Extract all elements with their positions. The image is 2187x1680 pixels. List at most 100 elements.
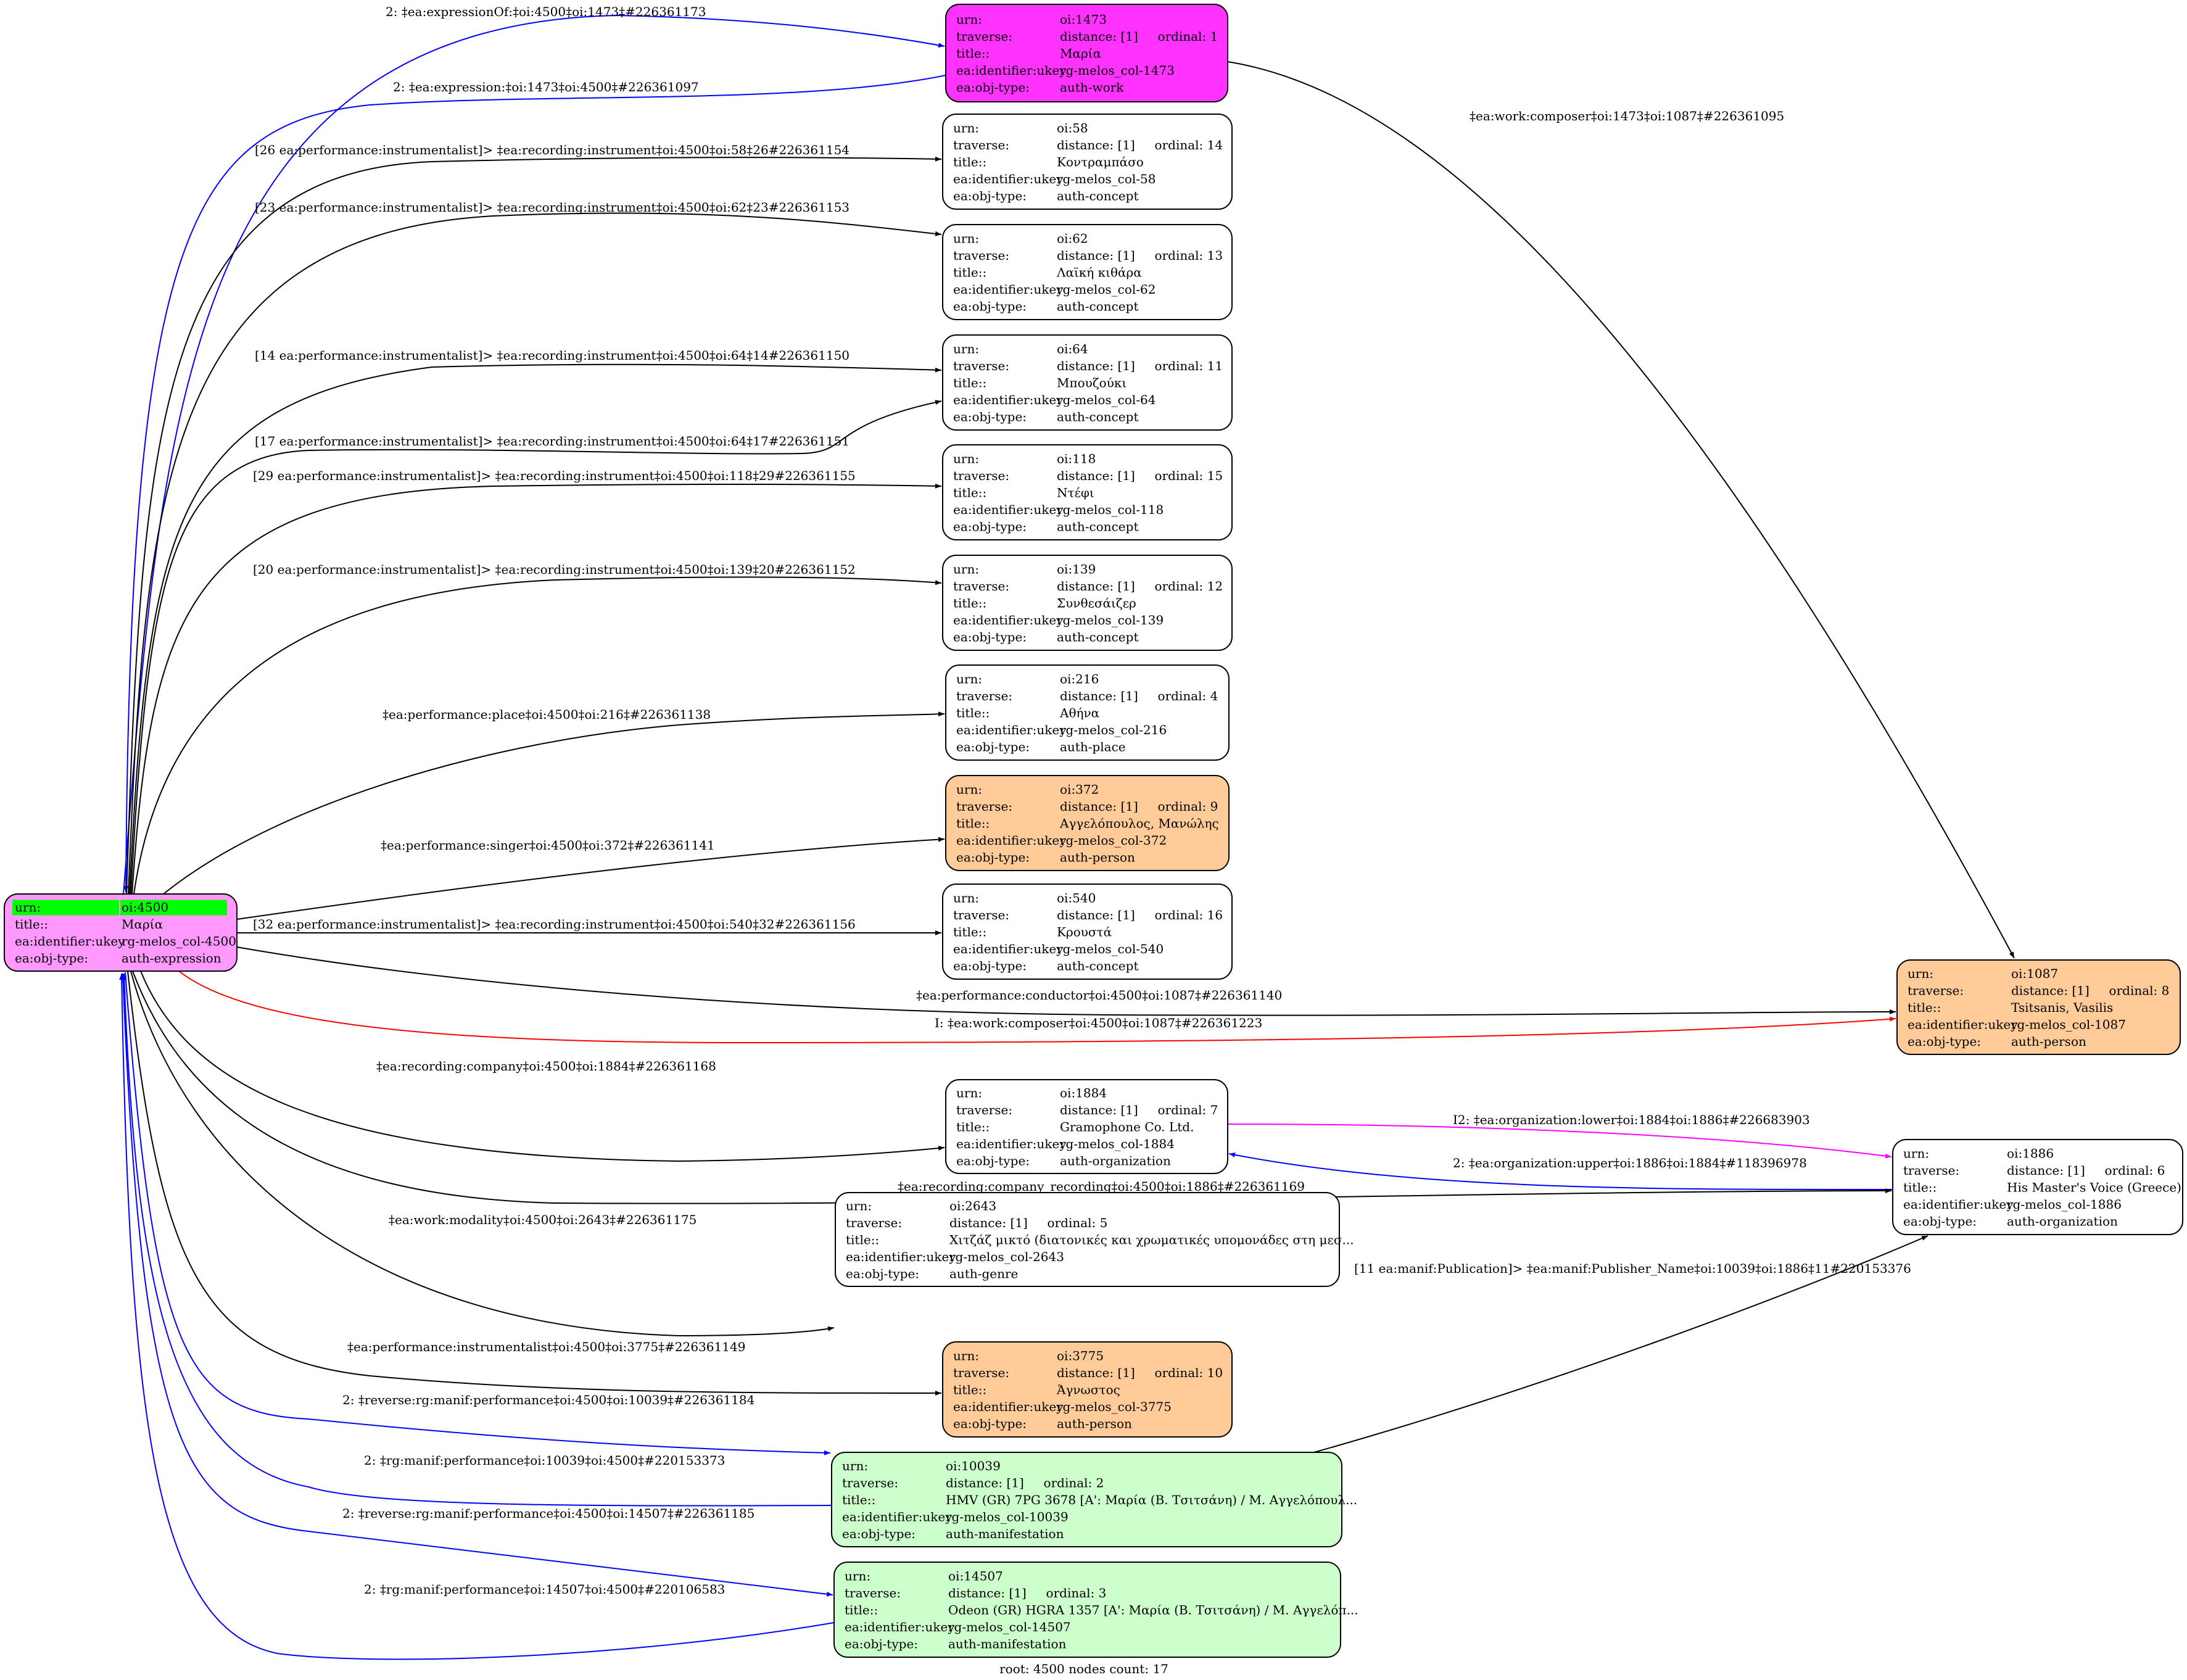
node-field-objtype: auth-concept (1057, 958, 1138, 973)
node-field-urn: oi:1087 (2011, 966, 2058, 981)
node-field-traverse: distance: [1] ordinal: 7 (1060, 1103, 1218, 1117)
edge[interactable]: [20 ea:performance:instrumentalist]> ‡ea… (133, 562, 942, 895)
node-field-key: ea:obj-type: (842, 1526, 916, 1541)
edge[interactable]: [23 ea:performance:instrumentalist]> ‡ea… (128, 200, 942, 895)
node-field-title: Κρουστά (1057, 924, 1112, 939)
node-box (831, 1452, 1342, 1547)
node-field-title: Λαϊκή κιθάρα (1056, 265, 1142, 279)
node-field-key: title:: (953, 154, 986, 169)
node-field-key: title:: (846, 1232, 879, 1247)
edge-line (130, 970, 835, 1337)
node-field-objtype: auth-concept (1057, 299, 1138, 313)
edge[interactable]: I: ‡ea:work:composer‡oi:4500‡oi:1087‡#22… (178, 970, 1896, 1044)
edge-label: ‡ea:recording:company‡oi:4500‡oi:1884‡#2… (376, 1059, 716, 1074)
node-field-objtype: auth-expression (122, 951, 221, 966)
node-field-key: ea:obj-type: (953, 519, 1027, 534)
edge[interactable]: 2: ‡rg:manif:performance‡oi:10039‡oi:450… (122, 973, 832, 1507)
node-field-traverse: distance: [1] ordinal: 13 (1057, 248, 1223, 263)
node-field-ukey: rg-melos_col-4500 (122, 934, 236, 949)
node-field-title: Odeon (GR) HGRA 1357 [A': Μαρία (Β. Τσιτ… (948, 1602, 1358, 1617)
edge[interactable]: ‡ea:work:composer‡oi:1473‡oi:1087‡#22636… (1227, 61, 2015, 959)
edge[interactable]: [11 ea:manif:Publication]> ‡ea:manif:Pub… (1313, 1235, 1929, 1453)
edge[interactable]: ‡ea:performance:instrumentalist‡oi:4500‡… (127, 970, 942, 1396)
edge-line (1313, 1235, 1929, 1453)
edge[interactable]: ‡ea:performance:place‡oi:4500‡oi:216‡#22… (163, 707, 945, 895)
edge[interactable]: [26 ea:performance:instrumentalist]> ‡ea… (126, 143, 942, 895)
urn-value-highlight (120, 900, 227, 916)
edge-label: 2: ‡rg:manif:performance‡oi:10039‡oi:450… (364, 1453, 725, 1468)
node-field-key: traverse: (953, 138, 1009, 152)
node-field-title: His Master's Voice (Greece) (2007, 1180, 2181, 1194)
node-field-key: ea:obj-type: (953, 629, 1027, 644)
node-field-objtype: auth-concept (1057, 519, 1138, 534)
edge-line (132, 970, 1892, 1204)
node-field-ukey: rg-melos_col-118 (1057, 502, 1164, 517)
edge[interactable]: 2: ‡reverse:rg:manif:performance‡oi:4500… (125, 972, 831, 1455)
edge[interactable]: 2: ‡ea:expressionOf:‡oi:4500‡oi:1473‡#22… (123, 4, 945, 895)
node-field-key: ea:identifier:ukey (956, 1136, 1067, 1151)
node-field-ukey: rg-melos_col-2643 (949, 1249, 1064, 1264)
edge[interactable]: 2: ‡ea:expression:‡oi:1473‡oi:4500‡#2263… (123, 75, 946, 893)
node-field-title: Μπουζούκι (1057, 375, 1127, 390)
node-field-key: urn: (842, 1459, 868, 1473)
node-field-objtype: auth-organization (2007, 1214, 2118, 1228)
node-field-urn: oi:64 (1057, 341, 1088, 356)
node-field-key: traverse: (842, 1475, 898, 1490)
edge[interactable]: ‡ea:performance:singer‡oi:4500‡oi:372‡#2… (236, 837, 945, 920)
edge[interactable]: 2: ‡reverse:rg:manif:performance‡oi:4500… (122, 973, 833, 1597)
edge[interactable]: [29 ea:performance:instrumentalist]> ‡ea… (131, 468, 942, 895)
node-box (945, 4, 1228, 102)
edge[interactable]: ‡ea:performance:conductor‡oi:4500‡oi:108… (236, 946, 1896, 1016)
node-field-objtype: auth-person (2011, 1034, 2086, 1049)
graph-node[interactable]: urn:oi:4500title::Μαρίαea:identifier:uke… (4, 893, 238, 972)
node-box (942, 883, 1233, 980)
node-field-objtype: auth-manifestation (946, 1526, 1064, 1541)
node-field-key: title:: (956, 46, 990, 60)
node-field-ukey: rg-melos_col-14507 (948, 1620, 1071, 1634)
node-field-traverse: distance: [1] ordinal: 1 (1060, 29, 1218, 44)
edge[interactable]: 2: ‡ea:organization:upper‡oi:1886‡oi:188… (1228, 1152, 1893, 1191)
node-field-urn: oi:1886 (2007, 1146, 2054, 1161)
edge[interactable]: [17 ea:performance:instrumentalist]> ‡ea… (130, 400, 942, 895)
edge[interactable]: [32 ea:performance:instrumentalist]> ‡ea… (237, 917, 941, 935)
node-box (835, 1192, 1340, 1287)
edge[interactable]: I2: ‡ea:organization:lower‡oi:1884‡oi:18… (1227, 1112, 1892, 1159)
node-field-title: Χιτζάζ μικτό (διατονικές και χρωματικές … (949, 1232, 1354, 1247)
node-field-key: urn: (1908, 966, 1933, 981)
edge-line (122, 973, 833, 1597)
edge[interactable]: ‡ea:work:modality‡oi:4500‡oi:2643‡#22636… (130, 970, 835, 1337)
node-field-urn: oi:3775 (1057, 1348, 1104, 1363)
node-field-objtype: auth-place (1060, 739, 1126, 754)
node-field-key: traverse: (953, 1365, 1009, 1380)
node-box (945, 775, 1230, 871)
node-field-key: title:: (842, 1492, 875, 1507)
node-field-title: Μαρία (1060, 46, 1101, 60)
edge[interactable]: ‡ea:recording:company_recording‡oi:4500‡… (132, 970, 1892, 1204)
node-field-objtype: auth-person (1060, 850, 1135, 864)
node-field-objtype: auth-organization (1060, 1153, 1171, 1168)
edge-label: ‡ea:work:modality‡oi:4500‡oi:2643‡#22636… (389, 1212, 697, 1227)
edge-label: 2: ‡reverse:rg:manif:performance‡oi:4500… (342, 1392, 754, 1407)
node-field-objtype: auth-concept (1057, 409, 1138, 424)
edge[interactable]: ‡ea:recording:company‡oi:4500‡oi:1884‡#2… (140, 970, 945, 1162)
node-field-key: urn: (953, 1348, 979, 1363)
edge[interactable]: 2: ‡rg:manif:performance‡oi:14507‡oi:450… (119, 973, 835, 1660)
node-field-key: traverse: (953, 358, 1009, 373)
edge[interactable]: [14 ea:performance:instrumentalist]> ‡ea… (129, 348, 942, 895)
